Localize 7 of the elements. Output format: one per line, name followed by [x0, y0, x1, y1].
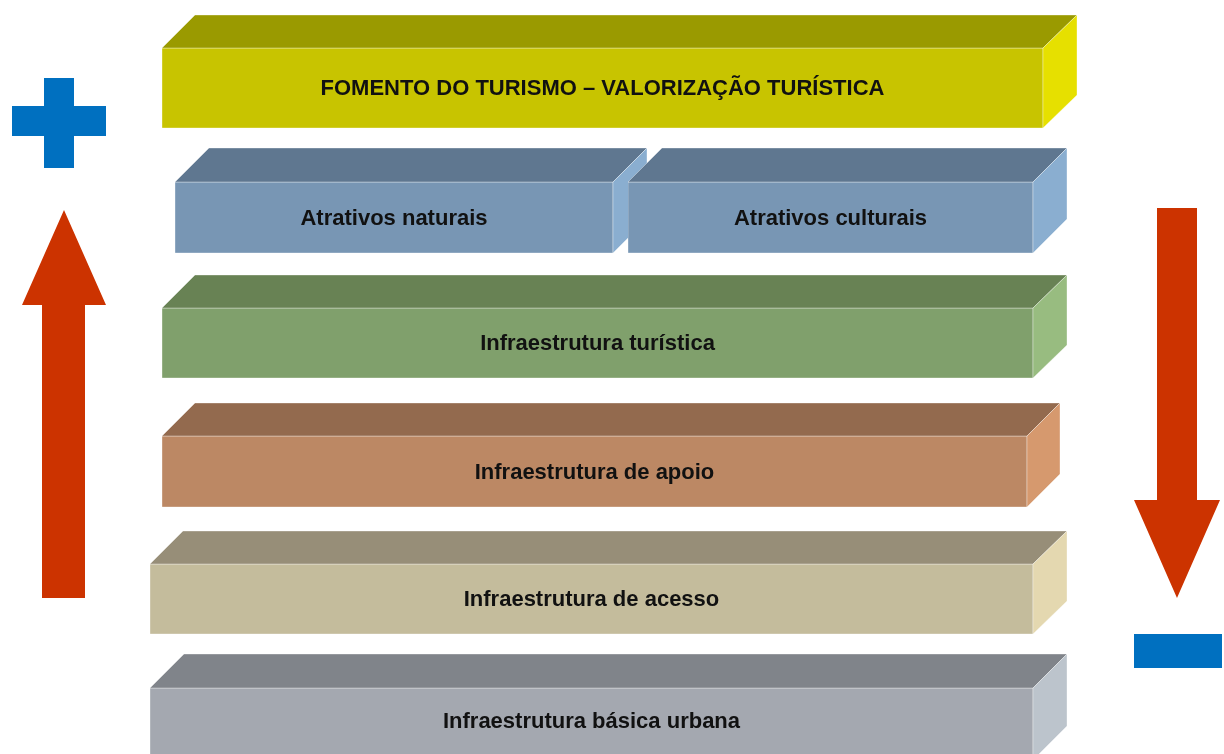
layer-label: Atrativos culturais: [733, 204, 928, 231]
layer-label: FOMENTO DO TURISMO – VALORIZAÇÃO TURÍSTICA: [320, 75, 885, 101]
layer-label: Infraestrutura básica urbana: [442, 708, 741, 734]
layer-label: Atrativos naturais: [300, 204, 488, 231]
layer-label: Infraestrutura turística: [480, 330, 715, 356]
layer-label: Infraestrutura de acesso: [463, 586, 720, 612]
layer-label: Infraestrutura de apoio: [474, 458, 715, 485]
